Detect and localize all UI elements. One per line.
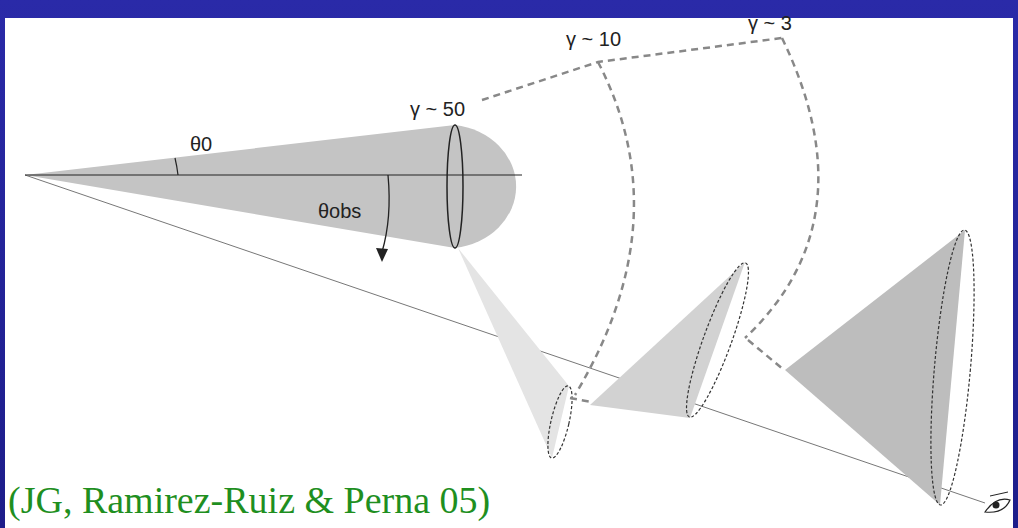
dashed-track xyxy=(575,62,634,395)
cone-rim xyxy=(676,258,758,422)
dashed-track xyxy=(748,340,784,370)
cone-gamma10 xyxy=(458,248,569,458)
slide-panel xyxy=(5,18,1013,528)
cone-rim xyxy=(923,228,983,506)
cone-gamma3 xyxy=(590,262,745,418)
arrow-head xyxy=(376,248,388,262)
theta0-arc xyxy=(175,158,178,175)
lorentz-factor-label: γ ~ 3 xyxy=(748,12,792,34)
dashed-track xyxy=(570,398,592,402)
cone-wide xyxy=(785,230,965,505)
cone-rim xyxy=(543,384,577,460)
cone-rim xyxy=(447,125,463,248)
jet-axis xyxy=(25,174,522,175)
main-cone xyxy=(25,125,516,248)
dashed-track xyxy=(745,38,818,338)
dashed-track xyxy=(482,38,782,100)
theta-obs-arc xyxy=(382,175,389,252)
angle-label: θobs xyxy=(318,200,361,222)
lorentz-factor-label: γ ~ 10 xyxy=(566,28,621,50)
citation-caption: (JG, Ramirez-Ruiz & Perna 05) xyxy=(8,480,490,522)
lorentz-factor-label: γ ~ 50 xyxy=(410,98,465,120)
angle-label: θ0 xyxy=(190,133,212,155)
eye-icon xyxy=(985,492,1010,512)
